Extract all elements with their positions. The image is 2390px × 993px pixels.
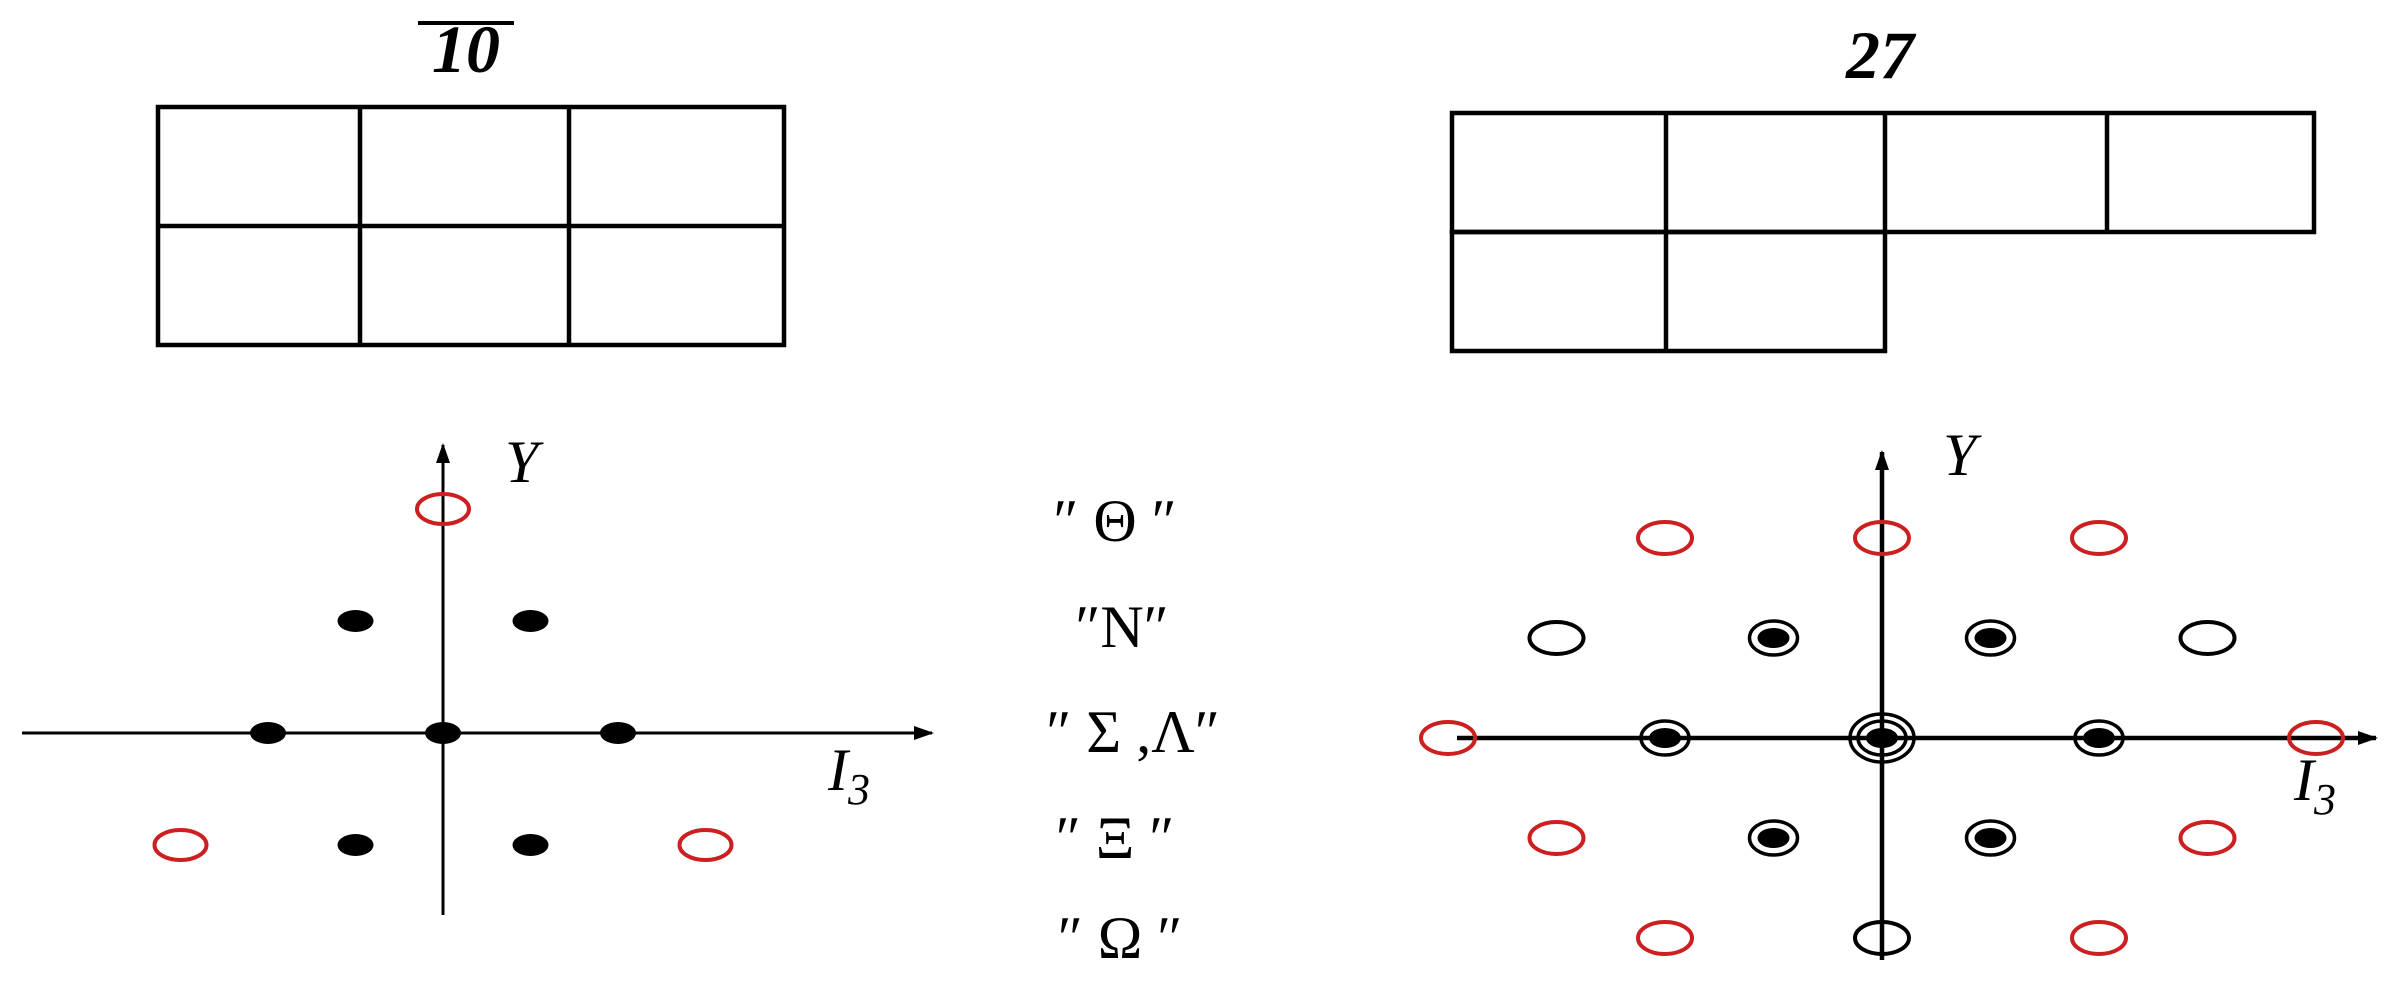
weight-point-filled — [1848, 712, 1916, 764]
weight-point-exotic — [1636, 920, 1694, 956]
weight-point-filled — [600, 722, 636, 744]
weight-point-exotic — [415, 492, 471, 526]
weight-point-open — [2178, 620, 2237, 656]
weight-point-open — [1853, 920, 1911, 956]
row-label-sigma-lambda: ″ Σ ,Λ″ — [1046, 699, 1219, 765]
row-label-xi: ″ Ξ ″ — [1056, 805, 1175, 871]
antidecuplet-weight-points — [152, 492, 734, 862]
y-axis-label-left: Y — [505, 429, 544, 495]
27plet-young-tableau — [1449, 110, 2317, 354]
weight-point-open — [1527, 620, 1586, 656]
i3-axis-label-right: I3 — [2293, 747, 2336, 824]
weight-point-exotic — [152, 828, 209, 862]
antidecuplet-young-tableau — [155, 104, 787, 348]
weight-point-filled — [2073, 719, 2125, 757]
antidecuplet-panel: 10 Y I3 — [22, 11, 934, 915]
weight-point-exotic — [1527, 820, 1586, 856]
weight-point-filled — [1747, 819, 1800, 857]
weight-point-exotic — [2070, 920, 2128, 956]
baryon-row-labels: ″ Θ ″ ″N″ ″ Σ ,Λ″ ″ Ξ ″ ″ Ω ″ — [1046, 488, 1219, 971]
weight-point-filled — [1639, 719, 1691, 757]
weight-point-filled — [250, 722, 286, 744]
weight-point-exotic — [2070, 520, 2128, 556]
weight-point-filled — [512, 610, 549, 632]
weight-point-filled — [425, 722, 461, 744]
weight-point-filled — [1747, 619, 1800, 657]
weight-point-filled — [1964, 619, 2017, 657]
weight-point-exotic — [2178, 820, 2237, 856]
27plet-title: 27 — [1845, 17, 1917, 93]
27plet-axes: Y I3 — [1457, 422, 2378, 960]
weight-point-exotic — [677, 828, 734, 862]
weight-point-exotic — [1419, 720, 1477, 756]
weight-point-exotic — [1636, 520, 1694, 556]
weight-point-exotic — [1853, 520, 1911, 556]
y-axis-label-right: Y — [1943, 422, 1982, 488]
weight-point-filled — [337, 834, 374, 856]
row-label-omega: ″ Ω ″ — [1058, 905, 1183, 971]
row-label-theta: ″ Θ ″ — [1053, 488, 1176, 554]
weight-point-filled — [337, 610, 374, 632]
27plet-panel: 27 Y I3 — [1419, 17, 2378, 960]
27plet-weight-points — [1419, 520, 2345, 956]
weight-point-exotic — [2287, 720, 2345, 756]
row-label-n: ″N″ — [1075, 594, 1168, 660]
i3-axis-label-left: I3 — [827, 737, 870, 814]
weight-point-filled — [512, 834, 549, 856]
antidecuplet-axes: Y I3 — [22, 429, 934, 915]
weight-point-filled — [1964, 819, 2017, 857]
